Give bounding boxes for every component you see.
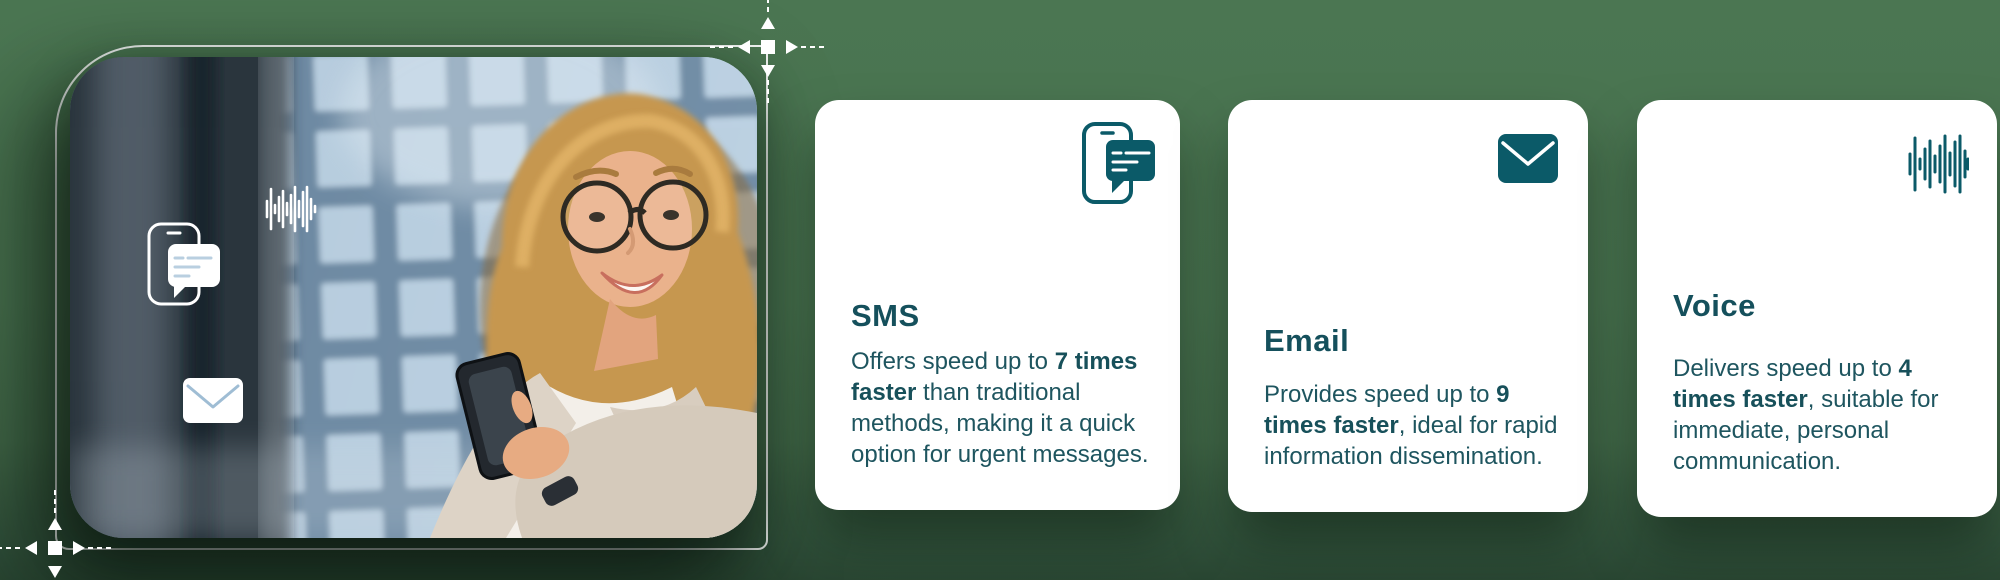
card-title: SMS <box>851 297 920 333</box>
card-description: Provides speed up to 9 times faster, ide… <box>1264 379 1558 472</box>
card-text-block: SMS Offers speed up to 7 times faster th… <box>851 297 1150 470</box>
description-highlight: 9 times faster <box>1264 381 1510 439</box>
photo-frame-outline <box>55 45 768 550</box>
card-text-block: Voice Delivers speed up to 4 times faste… <box>1673 287 1967 477</box>
description-rest: , ideal for rapid information disseminat… <box>1264 412 1558 470</box>
card-description: Offers speed up to 7 times faster than t… <box>851 346 1150 470</box>
description-intro: Offers speed up to <box>851 348 1055 375</box>
description-highlight: 4 times faster <box>1673 355 1912 413</box>
registration-crosshair-icon <box>0 490 113 578</box>
description-highlight: 7 times faster <box>851 348 1138 406</box>
card-description: Delivers speed up to 4 times faster, sui… <box>1673 353 1967 477</box>
card-voice: Voice Delivers speed up to 4 times faste… <box>1637 100 1997 517</box>
card-email: Email Provides speed up to 9 times faste… <box>1228 100 1588 512</box>
description-rest: , suitable for immediate, personal commu… <box>1673 386 1939 475</box>
hero-photo-illustration <box>70 57 757 538</box>
description-intro: Delivers speed up to <box>1673 355 1899 382</box>
card-title: Email <box>1264 322 1350 358</box>
envelope-icon <box>1498 134 1558 183</box>
card-text-block: Email Provides speed up to 9 times faste… <box>1264 322 1558 472</box>
registration-crosshair-icon <box>710 0 826 105</box>
phone-sms-icon <box>1082 122 1155 204</box>
sound-wave-icon <box>1908 134 1969 194</box>
hero-photo <box>70 57 757 538</box>
card-sms: SMS Offers speed up to 7 times faster th… <box>815 100 1180 510</box>
description-intro: Provides speed up to <box>1264 381 1497 408</box>
card-title: Voice <box>1673 287 1756 323</box>
sound-wave-icon <box>265 185 317 233</box>
description-rest: than traditional methods, making it a qu… <box>851 379 1149 468</box>
phone-chat-icon <box>147 222 220 306</box>
envelope-icon <box>183 378 243 423</box>
